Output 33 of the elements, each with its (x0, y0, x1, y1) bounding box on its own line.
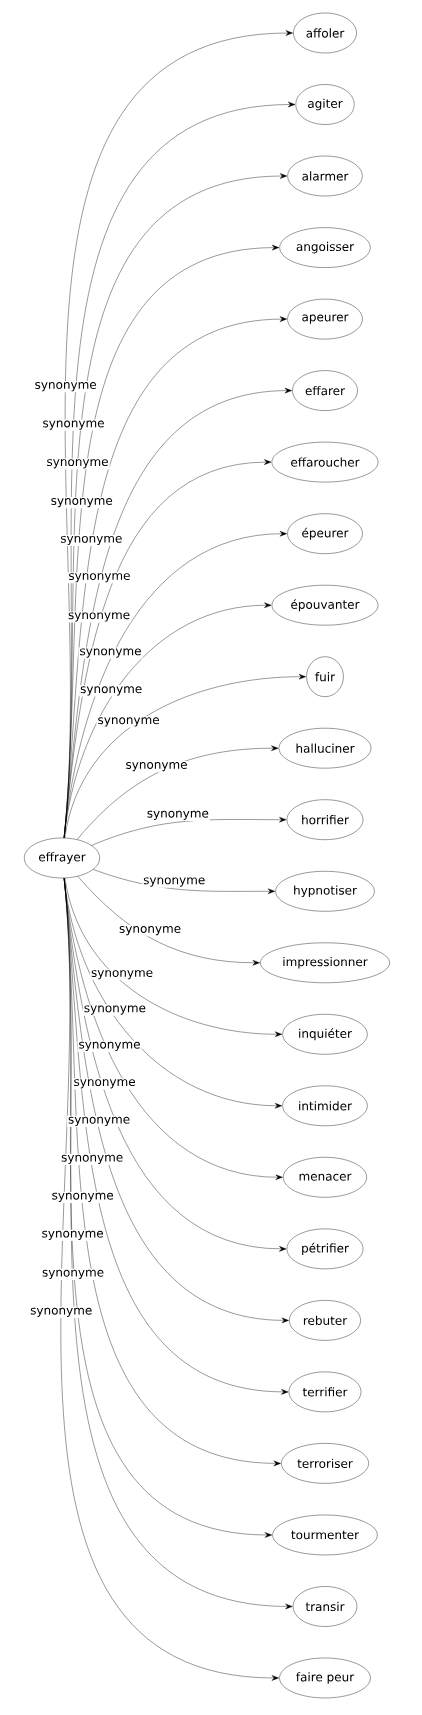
edge-label: synonyme (98, 717, 159, 727)
arrow (64, 673, 306, 839)
edge-label: synonyme (52, 1192, 114, 1202)
edge-label: synonyme (68, 1116, 130, 1127)
edge-label: synonyme (74, 1079, 135, 1089)
edge-label: synonyme (61, 1154, 123, 1165)
edge-label: synonyme (30, 1307, 92, 1317)
arrow (77, 745, 279, 840)
edge-label: synonyme (84, 1005, 146, 1015)
edge-label: synonyme (143, 877, 205, 887)
edge-label: synonyme (69, 573, 130, 583)
edge-label: synonyme (68, 612, 130, 622)
edge-label: synonyme (47, 459, 108, 469)
arrow (91, 816, 287, 846)
edge-label: synonyme (80, 686, 142, 696)
arrow (93, 869, 275, 895)
arrow (64, 877, 283, 1038)
edge-label: synonyme (91, 970, 153, 980)
edge-label: synonyme (126, 762, 187, 772)
edge-label: synonyme (42, 1269, 104, 1280)
edge-label: synonyme (60, 535, 122, 546)
arrow (77, 876, 260, 966)
edge-label: synonyme (80, 648, 141, 658)
edge-label: synonyme (119, 926, 181, 936)
edge-label: synonyme (147, 810, 209, 820)
edge-label: synonyme (42, 1230, 104, 1240)
edge-label: synonyme (43, 420, 104, 430)
edge-label: synonyme (35, 382, 97, 392)
arrow (63, 602, 272, 839)
edge-label: synonyme (79, 1041, 140, 1051)
edge-label: synonyme (51, 498, 113, 508)
arrow (63, 530, 287, 839)
arrow (60, 877, 279, 1681)
